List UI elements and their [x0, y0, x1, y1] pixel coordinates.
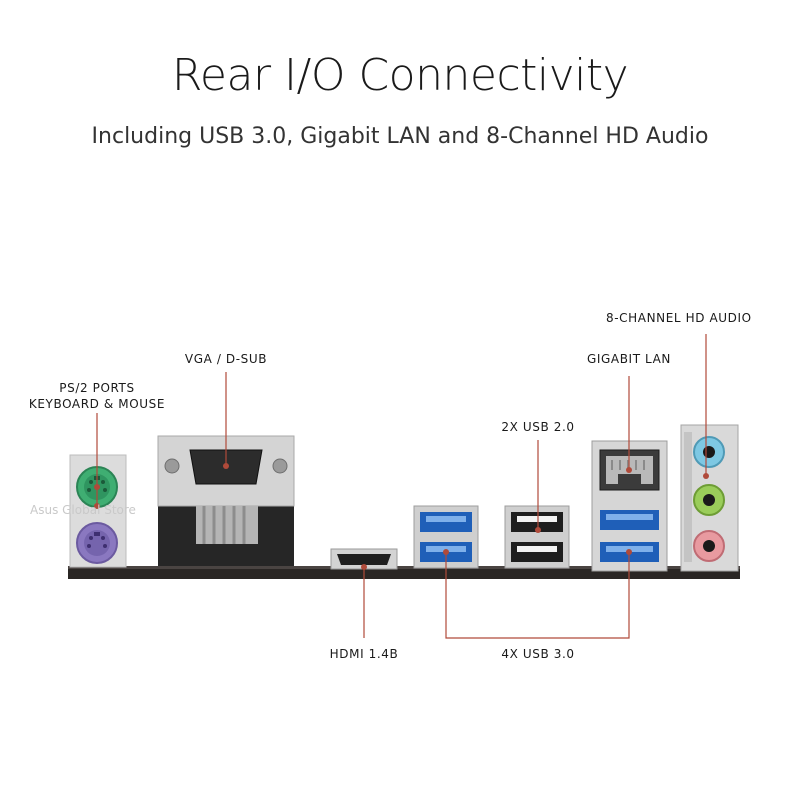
callout-label-vga: VGA / D-SUB — [184, 352, 268, 366]
vga-port — [157, 435, 295, 566]
vga-screw-left — [164, 458, 180, 474]
io-shield-base — [68, 566, 740, 579]
usb2-stack — [504, 505, 570, 569]
audio-jacks — [680, 424, 739, 572]
page-title: Rear I/O Connectivity — [171, 50, 629, 101]
callout-label-usb3: 4X USB 3.0 — [501, 647, 575, 661]
callout-label-audio: 8-CHANNEL HD AUDIO — [606, 311, 752, 325]
callout-label-lan: GIGABIT LAN — [586, 352, 671, 366]
callout-line-usb3 — [445, 552, 630, 639]
page-subtitle: Including USB 3.0, Gigabit LAN and 8-Cha… — [91, 124, 709, 149]
callout-label-ps2: PS/2 PORTS KEYBOARD & MOUSE — [10, 381, 184, 411]
callout-lines — [94, 334, 709, 639]
callout-label-ps2-line2: KEYBOARD & MOUSE — [28, 397, 166, 411]
callout-label-hdmi: HDMI 1.4B — [329, 647, 399, 661]
hdmi-port — [330, 548, 398, 570]
vga-screw-right — [272, 458, 288, 474]
watermark: Asus Global Store — [30, 503, 136, 517]
callout-label-ps2-line1: PS/2 PORTS — [59, 381, 135, 395]
callout-label-usb2: 2X USB 2.0 — [501, 420, 575, 434]
